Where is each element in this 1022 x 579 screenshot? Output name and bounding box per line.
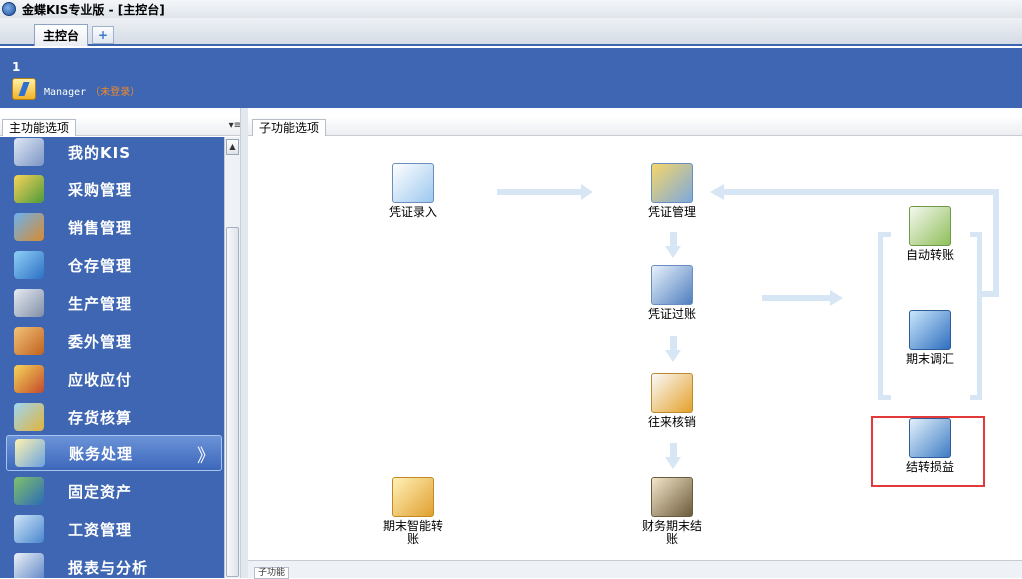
scroll-up-arrow-icon[interactable]: ▲ (226, 139, 239, 155)
voucher-entry-icon (392, 163, 434, 203)
nav-label: 工资管理 (68, 520, 133, 539)
fn-voucher-posting[interactable]: 凭证过账 (632, 265, 712, 321)
nav-label: 仓存管理 (68, 256, 133, 275)
nav-label: 委外管理 (68, 332, 133, 351)
reports-icon (14, 553, 44, 578)
fn-period-close[interactable]: 财务期末结账 (632, 477, 712, 546)
fixed-assets-icon (14, 477, 44, 505)
main-function-header: 主功能选项 ▾≡ (0, 118, 246, 136)
nav-item-payroll[interactable]: 工资管理 (6, 511, 222, 547)
fn-label: 凭证管理 (647, 205, 696, 219)
nav-item-stock-accounting[interactable]: 存货核算 (6, 399, 222, 435)
fn-label: 财务期末结账 (641, 519, 702, 546)
nav-item-outsourcing[interactable]: 委外管理 (6, 323, 222, 359)
inventory-icon (14, 251, 44, 279)
nav-label: 销售管理 (68, 218, 133, 237)
fn-voucher-manage[interactable]: 凭证管理 (632, 163, 712, 219)
main-function-tab[interactable]: 主功能选项 (2, 119, 77, 136)
user-status-icon (12, 78, 36, 100)
nav-item-receivable-payable[interactable]: 应收应付 (6, 361, 222, 397)
banner-user-line: Manager（未登录） (44, 83, 140, 98)
nav-label: 我的KIS (68, 143, 132, 162)
nav-label: 账务处理 (69, 444, 134, 463)
sub-function-footer: 子功能 (248, 560, 1022, 579)
fn-label: 凭证过账 (647, 307, 696, 321)
fn-label: 往来核销 (647, 415, 696, 429)
auto-transfer-icon (909, 206, 951, 246)
user-banner: 1 Manager（未登录） (0, 48, 1022, 108)
purchase-icon (14, 175, 44, 203)
nav-item-purchase[interactable]: 采购管理 (6, 171, 222, 207)
tab-main-console[interactable]: 主控台 (34, 24, 88, 46)
window-titlebar: 金蝶KIS专业版 - [主控台] (0, 0, 1022, 18)
payroll-icon (14, 515, 44, 543)
fn-label: 期末调汇 (905, 352, 954, 366)
nav-item-reports[interactable]: 报表与分析 (6, 549, 222, 578)
scroll-thumb[interactable] (226, 227, 239, 577)
nav-item-fixed-assets[interactable]: 固定资产 (6, 473, 222, 509)
add-tab-button[interactable]: + (92, 26, 114, 44)
nav-label: 存货核算 (68, 408, 133, 427)
login-status: （未登录） (90, 87, 141, 98)
nav-scrollbar[interactable]: ▲ (224, 137, 240, 578)
sub-function-header: 子功能选项 (248, 118, 1022, 136)
chevron-right-icon: 》 (197, 446, 215, 467)
period-close-icon (651, 477, 693, 517)
banner-number: 1 (12, 60, 21, 74)
production-icon (14, 289, 44, 317)
fn-label: 结转损益 (905, 460, 954, 474)
voucher-manage-icon (651, 163, 693, 203)
fn-voucher-entry[interactable]: 凭证录入 (373, 163, 453, 219)
outsourcing-icon (14, 327, 44, 355)
highlight-box (871, 416, 985, 487)
fn-smart-transfer[interactable]: 期末智能转账 (373, 477, 453, 546)
fn-period-adjust[interactable]: 期末调汇 (890, 310, 970, 366)
fn-auto-transfer[interactable]: 自动转账 (890, 206, 970, 262)
voucher-posting-icon (651, 265, 693, 305)
nav-item-production[interactable]: 生产管理 (6, 285, 222, 321)
receivable-payable-icon (14, 365, 44, 393)
carry-over-icon (909, 418, 951, 458)
sub-function-tab[interactable]: 子功能选项 (252, 119, 327, 136)
nav-label: 报表与分析 (68, 558, 149, 577)
fn-label: 期末智能转账 (382, 519, 443, 546)
nav-item-my-kis[interactable]: 我的KIS (6, 137, 222, 170)
panel-menu-icon[interactable]: ▾≡ (228, 120, 242, 131)
nav-label: 采购管理 (68, 180, 133, 199)
footer-tab[interactable]: 子功能 (254, 567, 290, 579)
sales-icon (14, 213, 44, 241)
main-nav-list: 我的KIS 采购管理 销售管理 仓存管理 生产管理 委外管理 应收应付 存货核 (0, 137, 226, 578)
fn-label: 凭证录入 (388, 205, 437, 219)
nav-item-inventory[interactable]: 仓存管理 (6, 247, 222, 283)
nav-item-sales[interactable]: 销售管理 (6, 209, 222, 245)
fn-reconcile[interactable]: 往来核销 (632, 373, 712, 429)
main-function-panel: 主功能选项 ▾≡ 我的KIS 采购管理 销售管理 仓存管理 生产管理 委外管理 (0, 118, 246, 578)
nav-label: 生产管理 (68, 294, 133, 313)
stock-accounting-icon (14, 403, 44, 431)
fn-carry-over[interactable]: 结转损益 (890, 418, 970, 474)
tab-strip: 主控台 + (0, 18, 1022, 46)
username: Manager (44, 87, 87, 98)
nav-label: 应收应付 (68, 370, 133, 389)
nav-item-accounting[interactable]: 账务处理 》 (6, 435, 222, 471)
window-title: 金蝶KIS专业版 - [主控台] (22, 2, 165, 17)
smart-transfer-icon (392, 477, 434, 517)
reconcile-icon (651, 373, 693, 413)
accounting-icon (15, 439, 45, 467)
nav-label: 固定资产 (68, 482, 133, 501)
fn-label: 自动转账 (905, 248, 954, 262)
panel-splitter[interactable] (240, 108, 248, 578)
my-kis-icon (14, 138, 44, 166)
period-adjust-icon (909, 310, 951, 350)
app-logo-icon (2, 2, 16, 16)
